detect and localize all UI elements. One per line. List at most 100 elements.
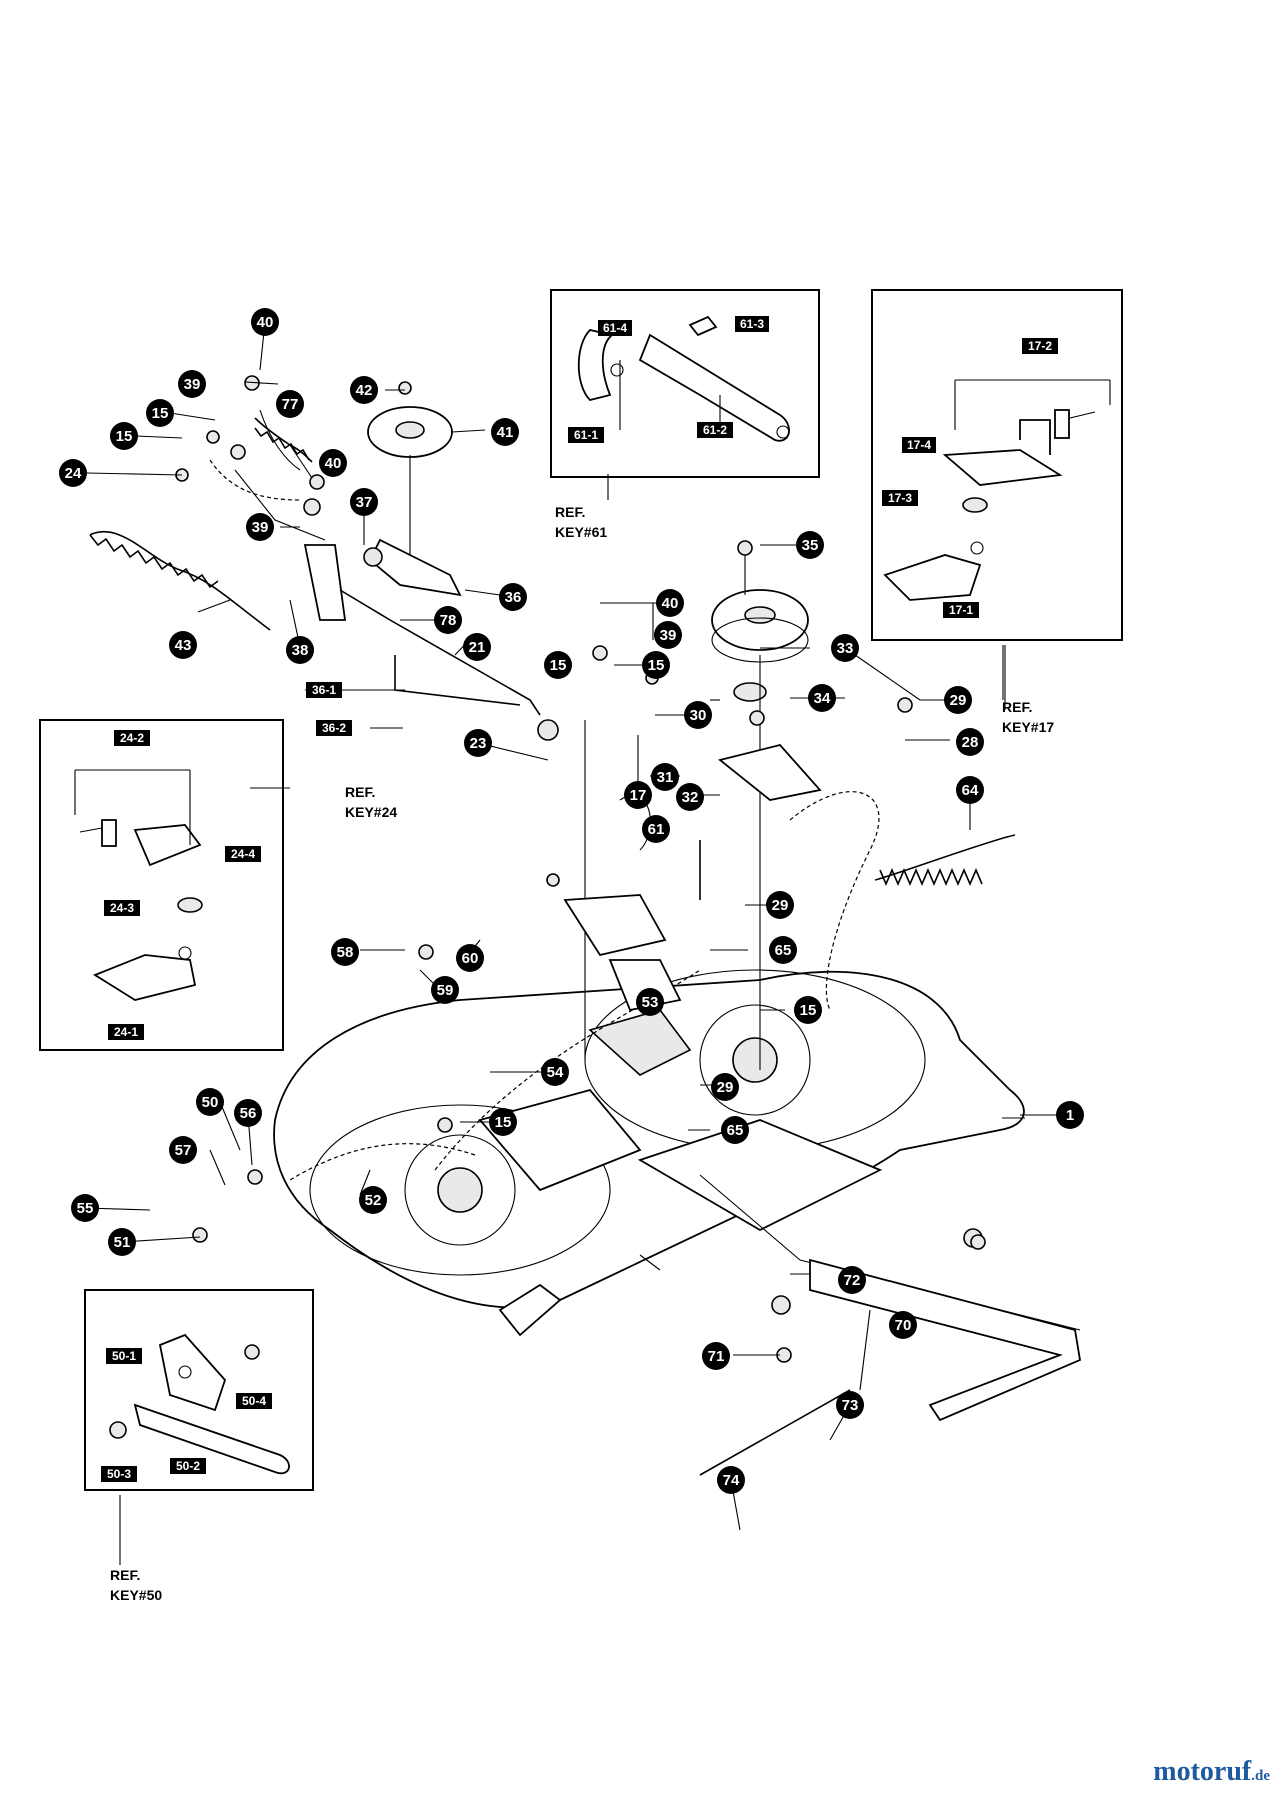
- callout-59: 59: [431, 976, 459, 1004]
- callout-77: 77: [276, 390, 304, 418]
- svg-text:40: 40: [325, 455, 342, 472]
- svg-text:50-1: 50-1: [112, 1349, 136, 1363]
- callout-15-b: 15: [110, 422, 138, 450]
- callout-42: 42: [350, 376, 378, 404]
- svg-text:61-3: 61-3: [740, 317, 764, 331]
- callout-29-b: 29: [766, 891, 794, 919]
- callout-55: 55: [71, 1194, 99, 1222]
- label-61-3: 61-3: [735, 316, 769, 332]
- callouts: 40 39 15 77 15 24 42 41 40 37 39 36 78 4…: [59, 308, 1084, 1494]
- svg-text:29: 29: [950, 692, 967, 709]
- svg-text:60: 60: [462, 950, 479, 967]
- ref-24-line2: KEY#24: [345, 804, 397, 820]
- svg-text:61-1: 61-1: [574, 428, 598, 442]
- callout-52: 52: [359, 1186, 387, 1214]
- svg-text:28: 28: [962, 734, 979, 751]
- svg-text:65: 65: [727, 1122, 744, 1139]
- svg-text:23: 23: [470, 735, 487, 752]
- svg-text:21: 21: [469, 639, 486, 656]
- label-36-2: 36-2: [316, 720, 352, 736]
- spring-64: [874, 834, 1016, 887]
- idler-linkage-assembly: [89, 406, 559, 741]
- mower-deck: [273, 791, 1082, 1476]
- svg-text:24-3: 24-3: [110, 901, 134, 915]
- svg-text:50-3: 50-3: [107, 1467, 131, 1481]
- callout-40-right: 40: [656, 589, 684, 617]
- svg-text:64: 64: [962, 782, 979, 799]
- svg-text:17-2: 17-2: [1028, 339, 1052, 353]
- label-36-1: 36-1: [306, 682, 342, 698]
- callout-43: 43: [169, 631, 197, 659]
- svg-text:15: 15: [495, 1114, 512, 1131]
- callout-30: 30: [684, 701, 712, 729]
- svg-text:29: 29: [772, 897, 789, 914]
- label-17-1: 17-1: [943, 602, 979, 618]
- callout-74: 74: [717, 1466, 745, 1494]
- svg-text:37: 37: [356, 494, 373, 511]
- callout-58: 58: [331, 938, 359, 966]
- ref-texts: REF. KEY#61 REF. KEY#17 REF. KEY#24 REF.…: [110, 504, 1054, 1603]
- ref-24-line1: REF.: [345, 784, 375, 800]
- svg-text:40: 40: [257, 314, 274, 331]
- label-17-3: 17-3: [882, 490, 918, 506]
- callout-51: 51: [108, 1228, 136, 1256]
- small-hardware: [175, 375, 986, 1363]
- callout-56: 56: [234, 1099, 262, 1127]
- svg-text:31: 31: [657, 769, 674, 786]
- callout-61: 61: [642, 815, 670, 843]
- svg-text:17-1: 17-1: [949, 603, 973, 617]
- callout-50: 50: [196, 1088, 224, 1116]
- ref-61-line2: KEY#61: [555, 524, 607, 540]
- callout-65-b: 65: [721, 1116, 749, 1144]
- svg-text:59: 59: [437, 982, 454, 999]
- label-17-4: 17-4: [902, 437, 936, 453]
- callout-28: 28: [956, 728, 984, 756]
- svg-text:51: 51: [114, 1234, 131, 1251]
- callout-15-a: 15: [146, 399, 174, 427]
- svg-text:58: 58: [337, 944, 354, 961]
- callout-17: 17: [624, 781, 652, 809]
- label-50-3: 50-3: [101, 1466, 137, 1482]
- callout-15-f: 15: [489, 1108, 517, 1136]
- svg-text:72: 72: [844, 1272, 861, 1289]
- svg-text:36: 36: [505, 589, 522, 606]
- label-24-2: 24-2: [114, 730, 150, 746]
- callout-34: 34: [808, 684, 836, 712]
- callout-78: 78: [434, 606, 462, 634]
- ref-17-line2: KEY#17: [1002, 719, 1054, 735]
- label-61-4: 61-4: [598, 320, 632, 336]
- svg-text:29: 29: [717, 1079, 734, 1096]
- callout-39-right: 39: [654, 621, 682, 649]
- spring-43: [89, 534, 219, 589]
- svg-text:71: 71: [708, 1348, 725, 1365]
- inset-key-17: [871, 289, 1123, 641]
- svg-text:1: 1: [1066, 1107, 1074, 1124]
- callout-32: 32: [676, 783, 704, 811]
- svg-text:17-3: 17-3: [888, 491, 912, 505]
- svg-text:36-2: 36-2: [322, 721, 346, 735]
- label-17-2: 17-2: [1022, 338, 1058, 354]
- svg-text:73: 73: [842, 1397, 859, 1414]
- svg-text:32: 32: [682, 789, 699, 806]
- svg-text:52: 52: [365, 1192, 382, 1209]
- callout-57: 57: [169, 1136, 197, 1164]
- ref-61-line1: REF.: [555, 504, 585, 520]
- callout-54: 54: [541, 1058, 569, 1086]
- svg-text:43: 43: [175, 637, 192, 654]
- svg-text:78: 78: [440, 612, 457, 629]
- label-24-4: 24-4: [225, 846, 261, 862]
- callout-33: 33: [831, 634, 859, 662]
- svg-text:38: 38: [292, 642, 309, 659]
- callout-71: 71: [702, 1342, 730, 1370]
- callout-36: 36: [499, 583, 527, 611]
- svg-text:42: 42: [356, 382, 373, 399]
- svg-text:40: 40: [662, 595, 679, 612]
- svg-text:39: 39: [660, 627, 677, 644]
- svg-text:53: 53: [642, 994, 659, 1011]
- watermark-tld: .de: [1251, 1768, 1270, 1784]
- label-50-4: 50-4: [236, 1393, 272, 1409]
- svg-text:15: 15: [152, 405, 169, 422]
- callout-15-d: 15: [642, 651, 670, 679]
- svg-text:74: 74: [723, 1472, 740, 1489]
- svg-text:65: 65: [775, 942, 792, 959]
